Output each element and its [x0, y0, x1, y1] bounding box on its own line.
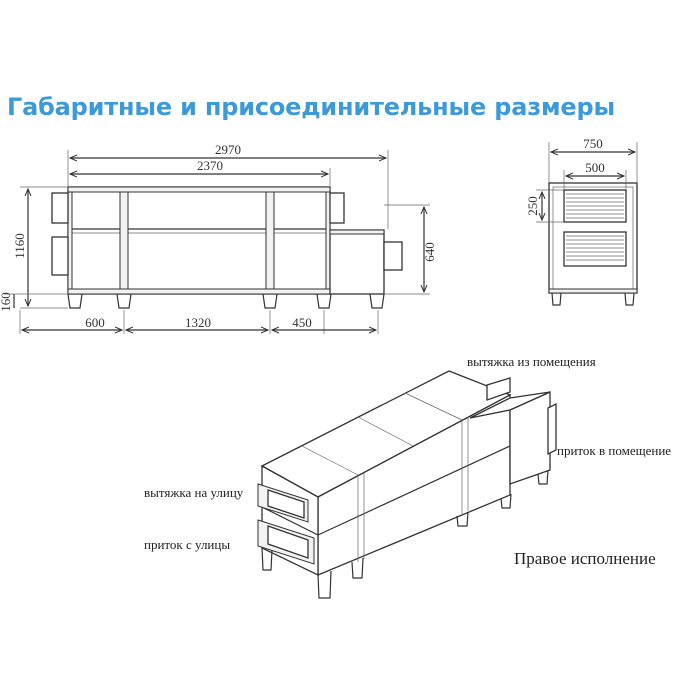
dim-width: 750: [583, 136, 603, 151]
page-title: Габаритные и присоединительные размеры: [7, 93, 615, 121]
dim-600: 600: [85, 315, 105, 330]
side-view: 2970 2370 1160 160 640 600 1320 450: [0, 142, 437, 334]
leg-3: [262, 293, 278, 309]
end-view: 750 500 250: [525, 136, 638, 306]
dim-total-length: 2970: [215, 142, 241, 157]
leg-2: [116, 293, 132, 309]
dim-grille-height: 250: [525, 196, 540, 216]
dim-leg-height: 160: [0, 292, 13, 312]
dim-side-module-height: 640: [422, 242, 437, 262]
isometric-view: [257, 370, 557, 599]
dim-body-length: 2370: [197, 158, 223, 173]
label-exhaust-outside: вытяжка на улицу: [144, 485, 244, 500]
leg-4: [316, 293, 332, 309]
leg-5: [369, 293, 385, 309]
dim-inner-width: 500: [585, 160, 605, 175]
dim-1320: 1320: [185, 315, 211, 330]
leg-1: [67, 293, 83, 309]
label-supply-from-outside: приток с улицы: [144, 537, 230, 552]
lower-grille: [563, 231, 627, 267]
view-caption: Правое исполнение: [514, 549, 656, 568]
label-supply-to-room: приток в помещение: [557, 443, 671, 458]
dim-height: 1160: [12, 233, 27, 259]
label-exhaust-from-room: вытяжка из помещения: [467, 354, 596, 369]
dim-450: 450: [292, 315, 312, 330]
